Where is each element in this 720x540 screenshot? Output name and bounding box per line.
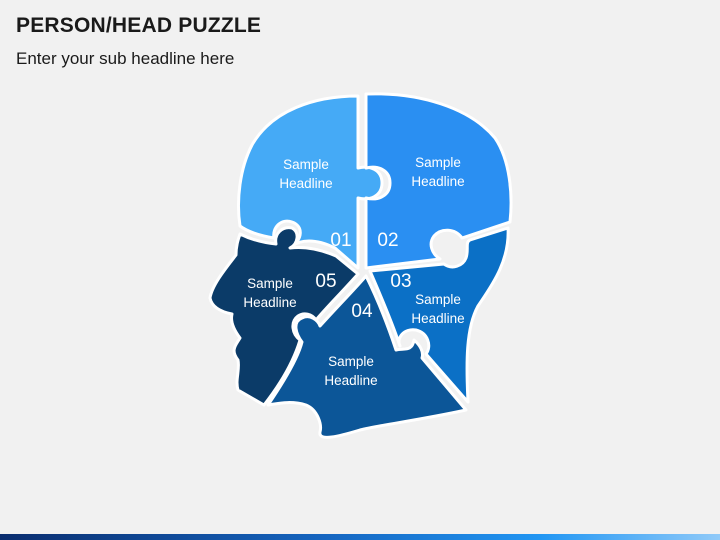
piece-01-label-line2: Headline: [279, 176, 332, 191]
puzzle-piece-05[interactable]: [208, 226, 360, 407]
page-subtitle: Enter your sub headline here: [16, 49, 235, 68]
puzzle-piece-02[interactable]: [364, 92, 513, 270]
piece-03-label-line2: Headline: [411, 311, 464, 326]
piece-05-label-line2: Headline: [243, 295, 296, 310]
puzzle-piece-04[interactable]: [266, 274, 468, 439]
piece-05-label-line1: Sample: [247, 276, 293, 291]
piece-04-label-line1: Sample: [328, 354, 374, 369]
page-title: PERSON/HEAD PUZZLE: [16, 14, 262, 37]
piece-02-label-line1: Sample: [415, 155, 461, 170]
piece-02-number: 02: [377, 230, 398, 251]
piece-03-label-line1: Sample: [415, 292, 461, 307]
bottom-accent-bar: [0, 534, 720, 540]
puzzle-piece-01[interactable]: [237, 94, 384, 270]
piece-05-number: 05: [315, 271, 336, 292]
piece-04-label-line2: Headline: [324, 373, 377, 388]
puzzle-piece-03[interactable]: [368, 226, 510, 404]
piece-02-label-line2: Headline: [411, 174, 464, 189]
piece-04-number: 04: [351, 301, 373, 322]
piece-01-label-line1: Sample: [283, 157, 329, 172]
piece-01-number: 01: [330, 230, 351, 251]
piece-03-number: 03: [390, 271, 411, 292]
